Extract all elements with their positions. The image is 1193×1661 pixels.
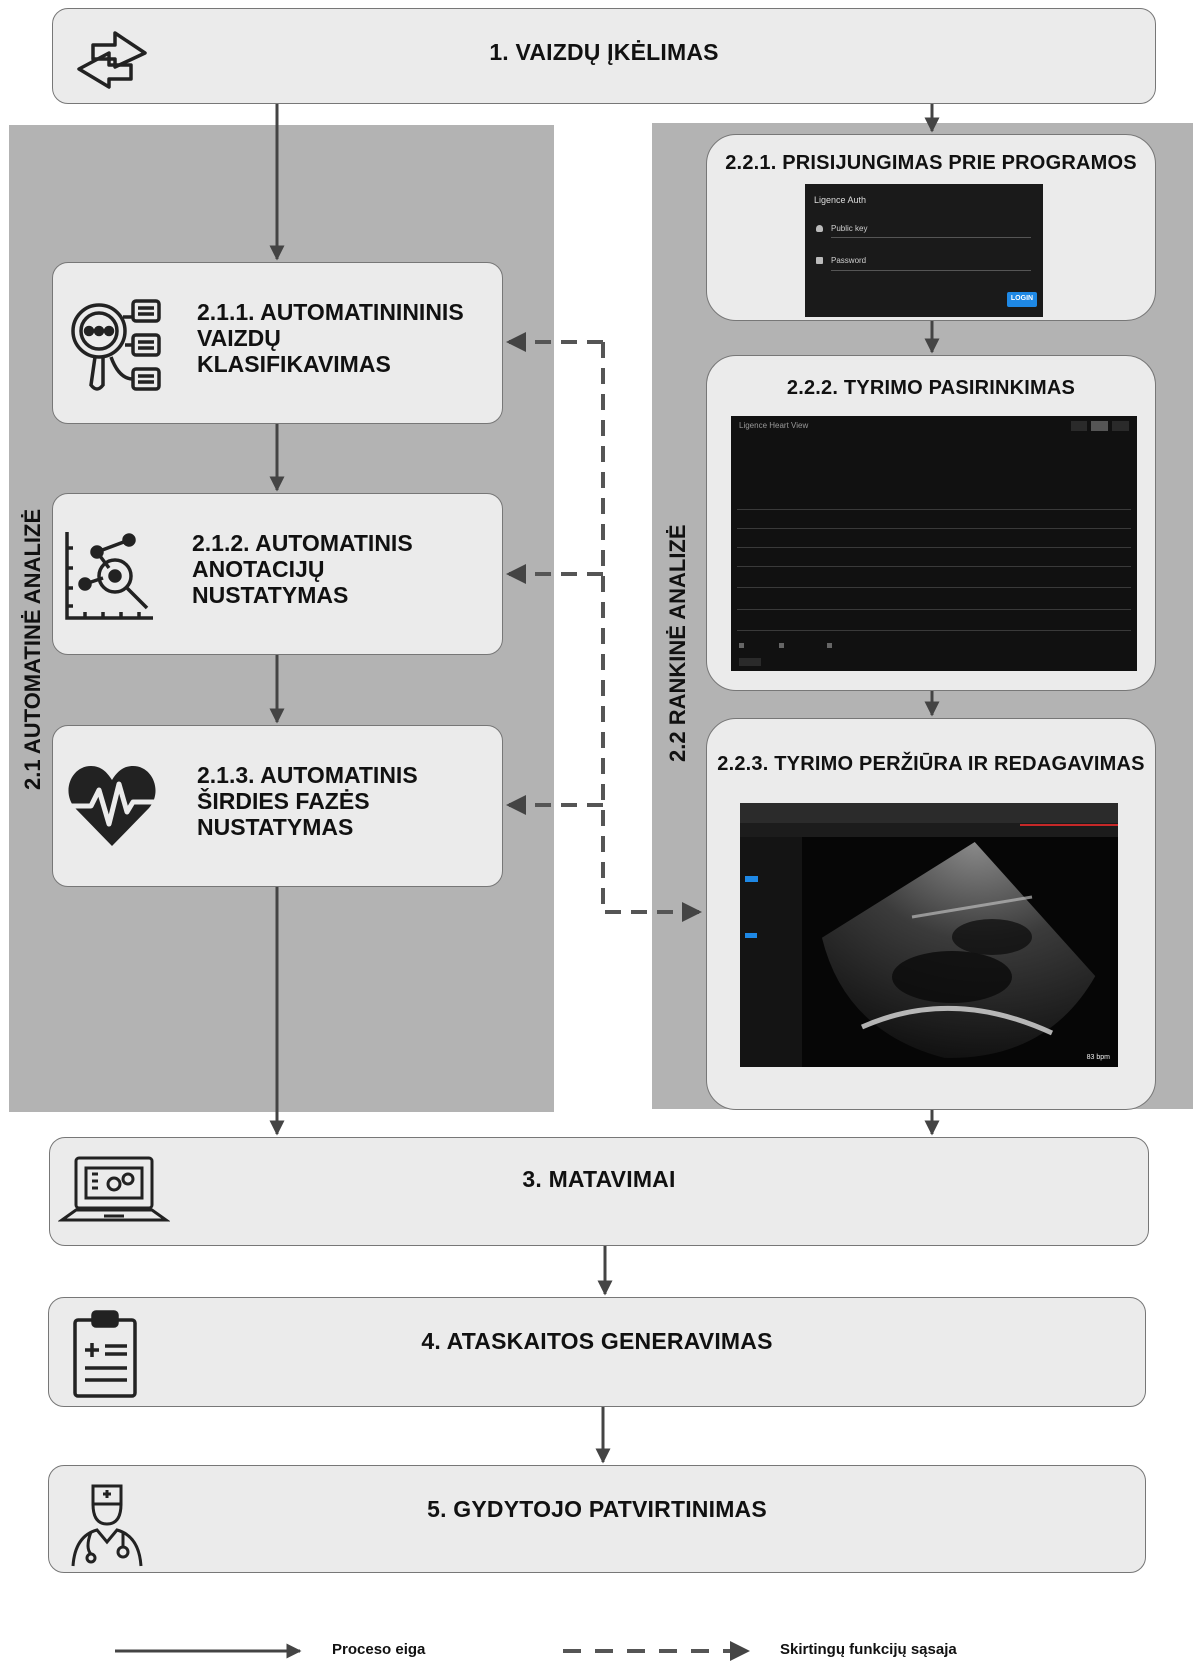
selection-field-line <box>737 566 1131 567</box>
password-underline <box>831 270 1031 271</box>
selection-screenshot: Ligence Heart View <box>731 416 1137 671</box>
login-screen-title: Ligence Auth <box>814 195 867 205</box>
scatter-magnifier-icon <box>63 528 163 633</box>
legend-solid-label: Proceso eiga <box>332 1641 426 1658</box>
public-key-underline <box>831 237 1031 238</box>
selection-checkbox[interactable] <box>827 643 832 648</box>
red-marker <box>1020 824 1118 826</box>
heartbeat-icon <box>67 762 157 853</box>
doctor-icon <box>69 1478 145 1573</box>
auto-classification-title: 2.1.1. AUTOMATINININIS VAIZDŲ KLASIFIKAV… <box>197 299 464 377</box>
step-report-title: 4. ATASKAITOS GENERAVIMAS <box>421 1328 773 1354</box>
step-approval-title: 5. GYDYTOJO PATVIRTINIMAS <box>427 1496 767 1522</box>
selection-screen-title: Ligence Heart View <box>739 421 809 430</box>
password-field[interactable]: Password <box>831 256 867 265</box>
viewer-sidebar <box>740 837 802 1067</box>
sidebar-action-button[interactable] <box>745 876 758 882</box>
selection-toolbar <box>1071 421 1129 431</box>
app-toolbar <box>740 823 1118 837</box>
magnifier-list-icon <box>67 297 167 402</box>
sidebar-action-button[interactable] <box>745 933 757 938</box>
manual-login-title: 2.2.1. PRISIJUNGIMAS PRIE PROGRAMOS <box>725 152 1137 174</box>
login-button[interactable]: LOGIN <box>1007 292 1037 307</box>
selection-field-line <box>737 547 1131 548</box>
lock-icon <box>816 257 823 264</box>
swap-arrows-icon <box>73 27 153 96</box>
step-measurements: 3. MATAVIMAI <box>49 1137 1149 1246</box>
laptop-gears-icon <box>57 1154 171 1231</box>
selection-field-line <box>737 528 1131 529</box>
auto-phase-title: 2.1.3. AUTOMATINIS ŠIRDIES FAZĖS NUSTATY… <box>197 762 418 840</box>
step-measurements-title: 3. MATAVIMAI <box>522 1166 676 1192</box>
auto-annotation-title: 2.1.2. AUTOMATINIS ANOTACIJŲ NUSTATYMAS <box>192 530 413 608</box>
selection-field-line <box>737 587 1131 588</box>
selection-checkbox[interactable] <box>739 643 744 648</box>
selection-search-button[interactable] <box>739 658 761 666</box>
ultrasound-image <box>821 842 1096 1058</box>
bpm-readout: 83 bpm <box>1086 1054 1110 1061</box>
step-upload: 1. VAIZDŲ ĮKĖLIMAS <box>52 8 1156 104</box>
manual-review-title: 2.2.3. TYRIMO PERŽIŪRA IR REDAGAVIMAS <box>717 753 1145 775</box>
selection-field-line <box>737 509 1131 510</box>
legend-dashed-label: Skirtingų funkcijų sąsaja <box>780 1641 957 1658</box>
login-button-label: LOGIN <box>1010 295 1034 302</box>
selection-checkbox[interactable] <box>779 643 784 648</box>
selection-field-line <box>737 609 1131 610</box>
login-screenshot: Ligence Auth Public key Password LOGIN <box>805 184 1043 317</box>
interface-link <box>601 342 702 922</box>
manual-selection-box: 2.2.2. TYRIMO PASIRINKIMAS Ligence Heart… <box>706 355 1156 691</box>
auto-phase-box: 2.1.3. AUTOMATINIS ŠIRDIES FAZĖS NUSTATY… <box>52 725 503 887</box>
user-icon <box>816 225 823 232</box>
selection-field-line <box>737 630 1131 631</box>
public-key-field[interactable]: Public key <box>831 224 868 233</box>
auto-classification-box: 2.1.1. AUTOMATINININIS VAIZDŲ KLASIFIKAV… <box>52 262 503 424</box>
clipboard-icon <box>71 1310 139 1405</box>
step-upload-title: 1. VAIZDŲ ĮKĖLIMAS <box>489 39 719 65</box>
review-screenshot: 83 bpm <box>740 803 1118 1067</box>
step-report: 4. ATASKAITOS GENERAVIMAS <box>48 1297 1146 1407</box>
auto-annotation-box: 2.1.2. AUTOMATINIS ANOTACIJŲ NUSTATYMAS <box>52 493 503 655</box>
manual-selection-title: 2.2.2. TYRIMO PASIRINKIMAS <box>786 377 1076 399</box>
manual-login-box: 2.2.1. PRISIJUNGIMAS PRIE PROGRAMOS Lige… <box>706 134 1156 321</box>
browser-bar <box>740 803 1118 823</box>
step-approval: 5. GYDYTOJO PATVIRTINIMAS <box>48 1465 1146 1573</box>
manual-review-box: 2.2.3. TYRIMO PERŽIŪRA IR REDAGAVIMAS 83… <box>706 718 1156 1110</box>
